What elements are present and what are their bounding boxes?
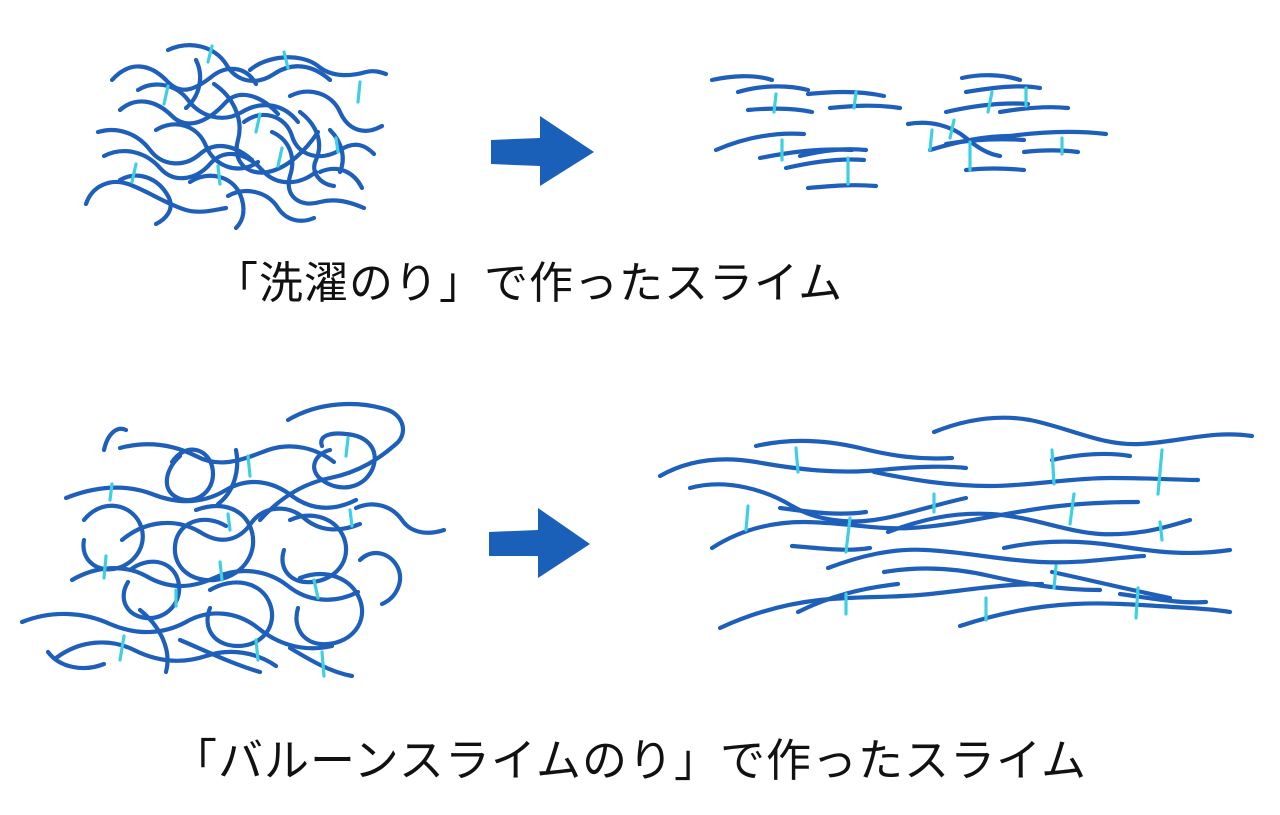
top-row-caption: 「洗濯のり」で作ったスライム <box>214 258 844 309</box>
tangled-long-chains-illustration <box>19 401 447 679</box>
crosslinks-top-left <box>130 44 362 186</box>
right-arrow-icon-top <box>491 116 594 186</box>
right-arrow-icon <box>489 508 590 578</box>
right-arrow-icon <box>491 116 594 186</box>
tangled-short-chains-illustration <box>83 43 389 231</box>
aligned-long-chains-illustration <box>657 415 1255 631</box>
crosslinks-bottom-right <box>744 446 1164 622</box>
crosslinks-top-right <box>772 86 1064 186</box>
crosslinks-bottom-left <box>102 436 354 678</box>
aligned-short-chains-illustration <box>709 73 1109 191</box>
right-arrow-icon-bottom <box>489 508 590 578</box>
bottom-row-caption: 「バルーンスライムのり」で作ったスライム <box>172 734 1088 787</box>
